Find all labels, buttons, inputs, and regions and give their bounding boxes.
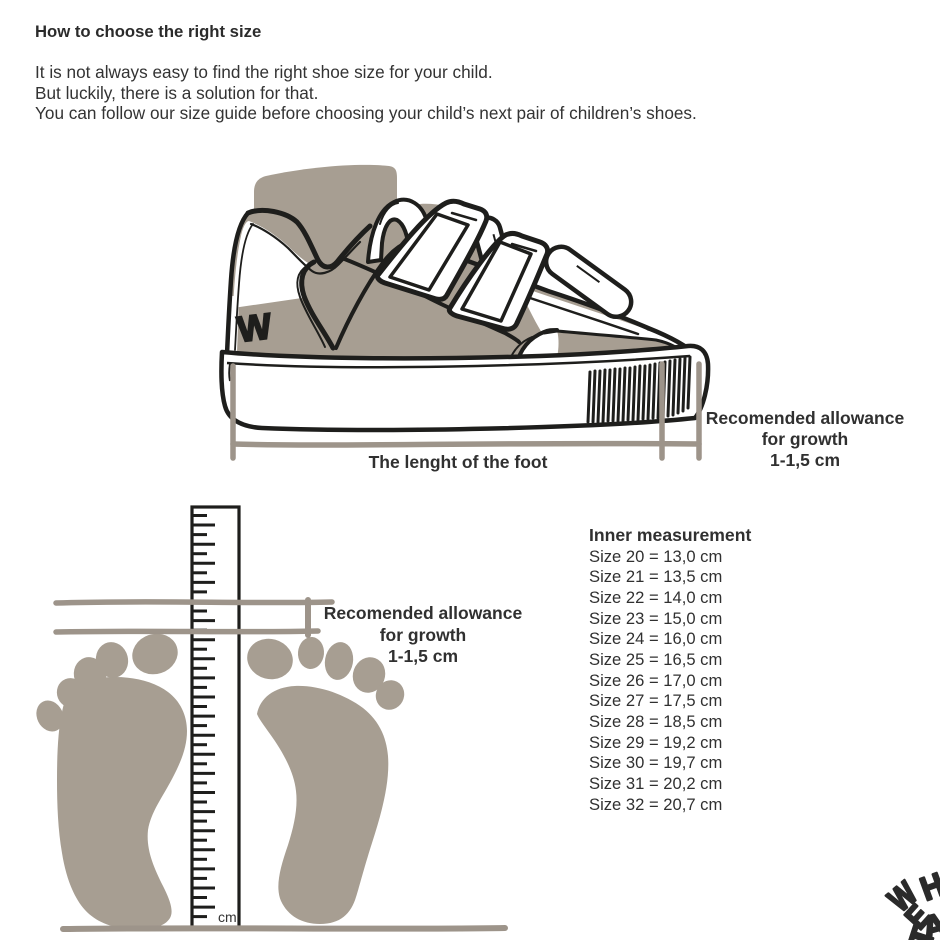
svg-text:A: A bbox=[918, 906, 940, 940]
svg-text:cm: cm bbox=[218, 909, 237, 925]
svg-text:W: W bbox=[235, 305, 274, 350]
